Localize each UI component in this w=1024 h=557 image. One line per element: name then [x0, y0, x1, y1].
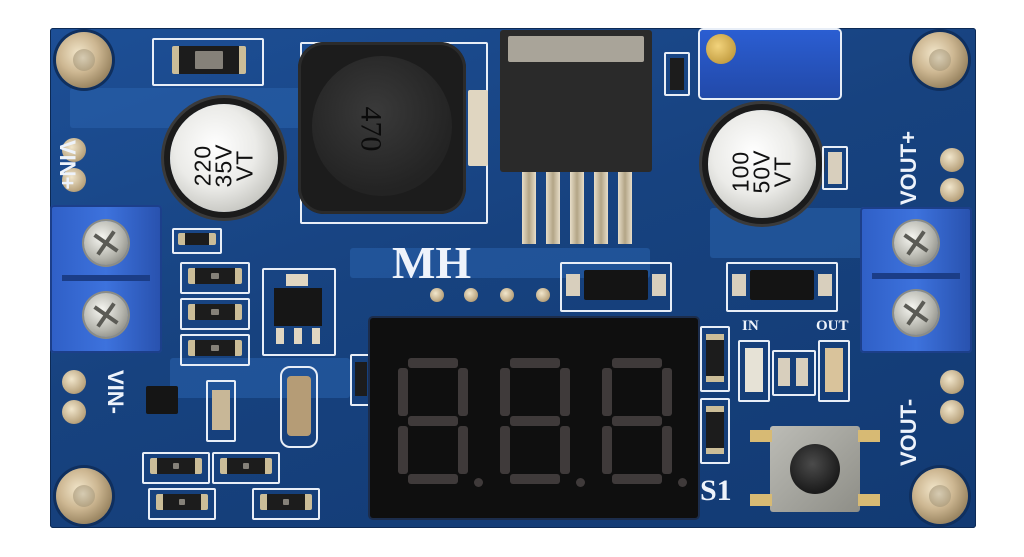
out-indicator-label: OUT [816, 318, 849, 334]
input-capacitor: 220 35V VT [170, 104, 278, 212]
inductor: 470 [298, 42, 466, 214]
diode-frame [726, 262, 838, 312]
resistor-frame [180, 298, 250, 330]
solder-pad [62, 138, 86, 162]
vin-plus-label: VIN+ [55, 140, 80, 190]
mounting-hole-icon [912, 468, 968, 524]
cap-line: VT [231, 149, 258, 182]
push-button-icon[interactable] [770, 426, 860, 512]
solder-pad [62, 400, 86, 424]
input-terminal-block[interactable] [50, 205, 162, 353]
resistor-frame [772, 350, 816, 396]
mounting-hole-icon [912, 32, 968, 88]
solder-pad [536, 288, 550, 302]
vout-plus-label: VOUT+ [896, 131, 921, 205]
button-knob[interactable] [790, 444, 840, 494]
output-capacitor: 100 50V VT [708, 110, 816, 218]
smd-frame [280, 366, 318, 448]
solder-pad [430, 288, 444, 302]
out-led [818, 340, 850, 402]
resistor-frame [180, 334, 250, 366]
smd-frame [822, 146, 848, 190]
vin-minus-label: VIN- [103, 370, 128, 414]
sot-frame [262, 268, 336, 356]
solder-pad [940, 370, 964, 394]
cap-line: VT [769, 155, 796, 188]
solder-pad [464, 288, 478, 302]
solder-pad [940, 178, 964, 202]
resistor-frame [700, 398, 730, 464]
screw-terminal-icon[interactable] [894, 291, 938, 335]
resistor-frame [142, 452, 210, 484]
resistor-frame [700, 326, 730, 392]
in-indicator-label: IN [742, 318, 759, 334]
screw-terminal-icon[interactable] [84, 221, 128, 265]
screw-terminal-icon[interactable] [894, 221, 938, 265]
resistor-frame [172, 228, 222, 254]
output-terminal-block[interactable] [860, 207, 972, 353]
resistor-frame [148, 488, 216, 520]
inductor-pad [468, 90, 488, 166]
diode-frame [560, 262, 672, 312]
vout-minus-label: VOUT- [896, 398, 921, 466]
mounting-hole-icon [56, 468, 112, 524]
solder-pad [500, 288, 514, 302]
smd-transistor [146, 386, 178, 414]
solder-pad [62, 370, 86, 394]
smd-frame [206, 380, 236, 442]
solder-pad [940, 400, 964, 424]
smd-frame [350, 354, 372, 406]
regulator-chip [500, 30, 652, 172]
solder-pad [940, 148, 964, 172]
inductor-marking: 470 [354, 106, 388, 152]
resistor-frame [212, 452, 280, 484]
resistor-frame [180, 262, 250, 294]
potentiometer[interactable] [700, 30, 840, 98]
switch-label: S1 [700, 474, 732, 507]
top-smd-frame [152, 38, 264, 86]
mounting-hole-icon [56, 32, 112, 88]
in-led [738, 340, 770, 402]
smd-resistor [172, 46, 246, 74]
resistor-frame [252, 488, 320, 520]
brand-label: MH [392, 237, 472, 288]
smd-frame [664, 52, 690, 96]
solder-pad [62, 168, 86, 192]
seven-segment-display-icon [370, 318, 698, 518]
screw-terminal-icon[interactable] [84, 293, 128, 337]
